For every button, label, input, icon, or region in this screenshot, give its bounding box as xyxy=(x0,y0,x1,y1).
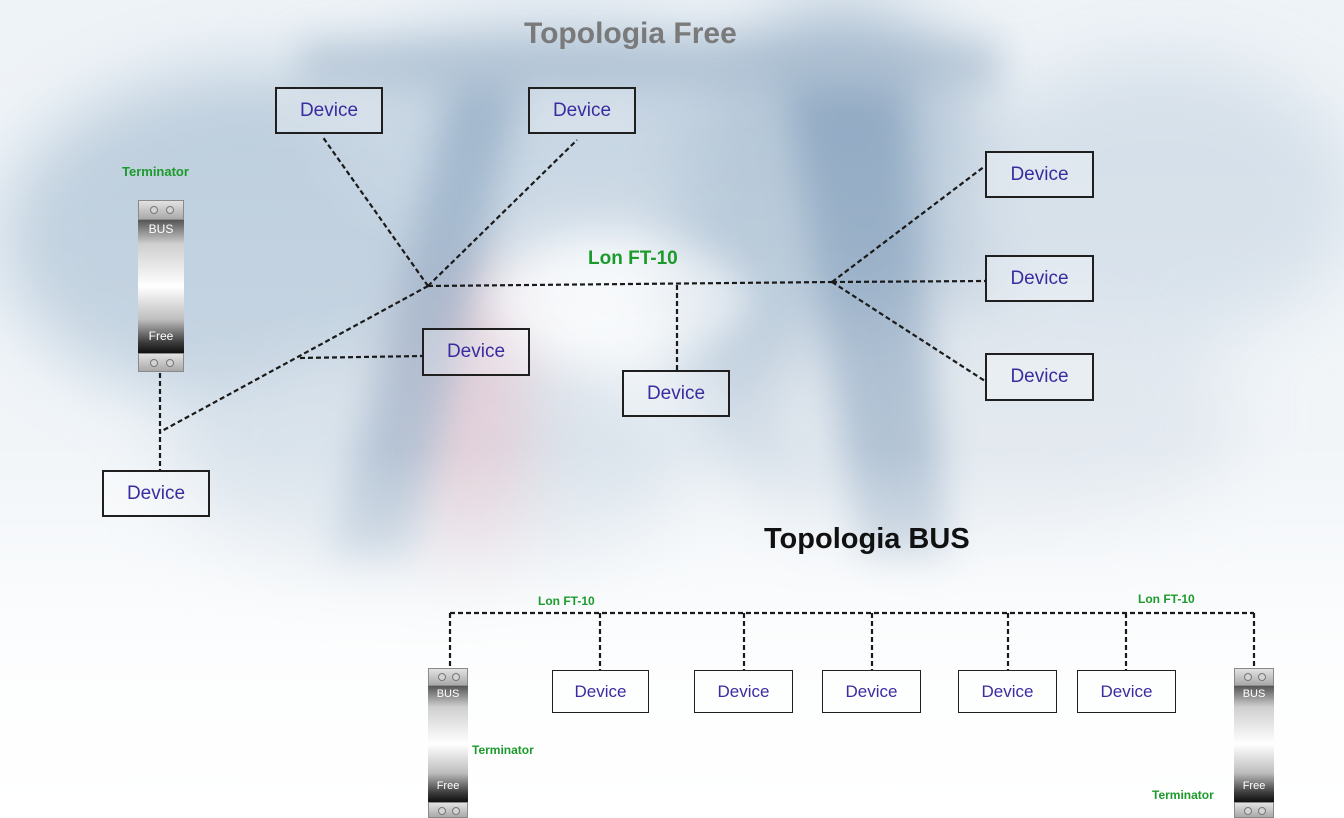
free-device-5: Device xyxy=(622,370,730,417)
bus-device-5: Device xyxy=(1077,670,1176,713)
free-device-1: Device xyxy=(275,87,383,134)
free-bus-label: Lon FT-10 xyxy=(588,248,678,269)
free-diagonal-line xyxy=(159,285,429,433)
free-terminator: BUS Free xyxy=(138,200,184,372)
bus-left-terminator-label: Terminator xyxy=(472,743,534,757)
free-device-8: Device xyxy=(985,353,1094,401)
free-device-3: Device xyxy=(422,328,530,376)
free-main-line xyxy=(427,280,833,288)
free-branch-device2 xyxy=(427,139,578,287)
bus-device-2: Device xyxy=(694,670,793,713)
free-device-2: Device xyxy=(528,87,636,134)
free-branch-device8 xyxy=(831,281,986,382)
bus-left-terminator-free-text: Free xyxy=(436,780,460,792)
bus-right-terminator-bus-text: BUS xyxy=(1242,688,1266,700)
bus-label-left: Lon FT-10 xyxy=(538,594,595,608)
free-branch-device7 xyxy=(831,279,986,284)
free-terminator-free-text: Free xyxy=(148,329,174,343)
bus-left-terminator: BUS Free xyxy=(428,668,468,818)
free-topology-title: Topologia Free xyxy=(524,17,737,50)
bus-device-4: Device xyxy=(958,670,1057,713)
bus-right-terminator-label: Terminator xyxy=(1152,788,1214,802)
free-device-4: Device xyxy=(102,470,210,517)
free-branch-device6 xyxy=(831,165,986,283)
free-branch-device1 xyxy=(321,135,429,287)
bus-label-right: Lon FT-10 xyxy=(1138,592,1195,606)
bus-device-3: Device xyxy=(822,670,921,713)
bus-right-terminator: BUS Free xyxy=(1234,668,1274,818)
bus-right-terminator-free-text: Free xyxy=(1242,780,1266,792)
bus-topology-title: Topologia BUS xyxy=(764,523,970,555)
free-branch-device3 xyxy=(299,354,423,360)
bus-device-1: Device xyxy=(552,670,649,713)
free-terminator-label: Terminator xyxy=(122,164,189,179)
free-terminator-bus-text: BUS xyxy=(148,222,174,236)
bus-left-terminator-bus-text: BUS xyxy=(436,688,460,700)
free-device-6: Device xyxy=(985,151,1094,198)
free-device-7: Device xyxy=(985,255,1094,302)
